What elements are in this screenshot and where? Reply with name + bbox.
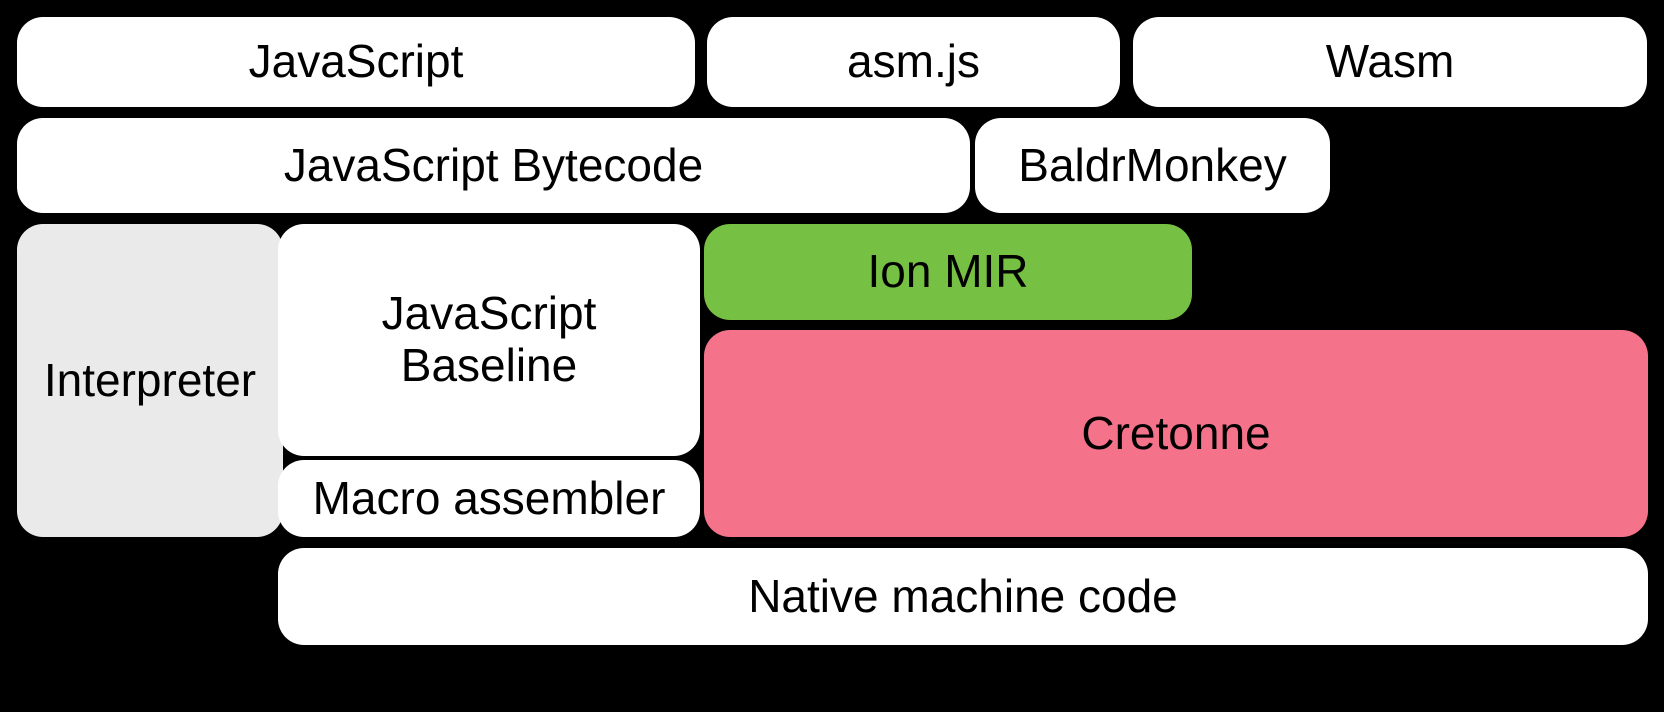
box-javascript[interactable]: JavaScript: [17, 17, 695, 107]
box-baldrmonkey[interactable]: BaldrMonkey: [975, 118, 1330, 213]
box-cretonne[interactable]: Cretonne: [704, 330, 1648, 537]
box-javascript-bytecode[interactable]: JavaScript Bytecode: [17, 118, 970, 213]
box-javascript-baseline[interactable]: JavaScript Baseline: [278, 224, 700, 456]
box-native-machine-code[interactable]: Native machine code: [278, 548, 1648, 645]
box-ion-mir[interactable]: Ion MIR: [704, 224, 1192, 320]
box-wasm[interactable]: Wasm: [1133, 17, 1647, 107]
box-macro-assembler[interactable]: Macro assembler: [278, 460, 700, 537]
box-asm-js[interactable]: asm.js: [707, 17, 1120, 107]
box-interpreter[interactable]: Interpreter: [17, 224, 283, 537]
